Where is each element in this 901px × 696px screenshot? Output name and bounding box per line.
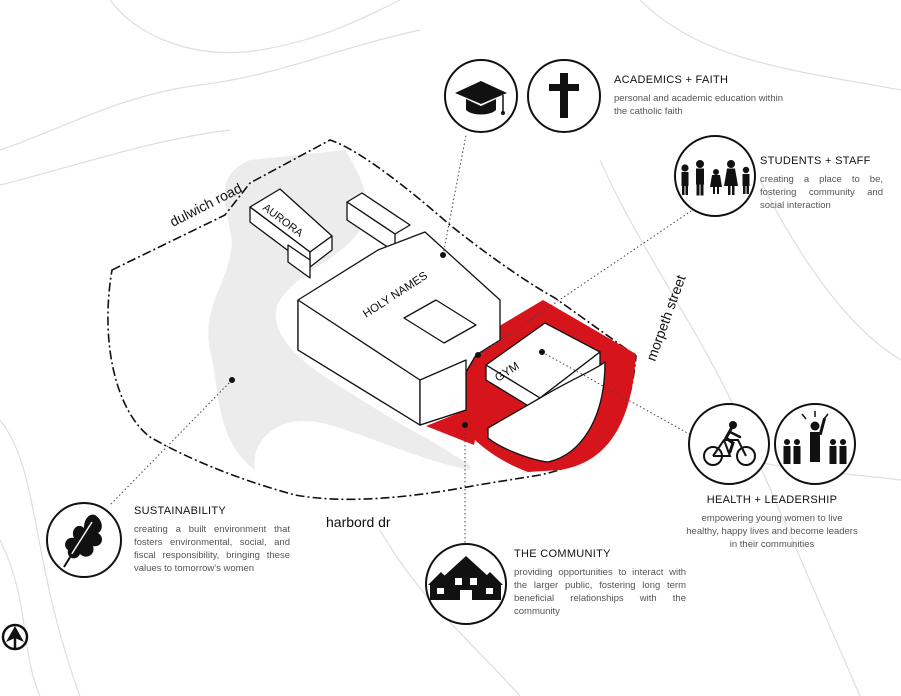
academics-faith-title: ACADEMICS + FAITH	[614, 74, 729, 86]
health-leadership-text: empowering young women to live healthy, …	[686, 513, 858, 550]
health-leadership-title: HEALTH + LEADERSHIP	[706, 494, 838, 506]
sustainability-text: creating a built environment that foster…	[134, 524, 290, 574]
north-arrow-icon	[1, 623, 29, 651]
morpeth-street-label: morpeth street	[643, 273, 689, 363]
harbord-dr-label: harbord dr	[326, 514, 391, 530]
students-staff-text: creating a place to be, fostering commun…	[760, 174, 883, 211]
students-staff-block: STUDENTS + STAFF creating a place to be,…	[760, 155, 883, 212]
academics-faith-text: personal and academic education within t…	[614, 93, 783, 117]
sustainability-block: SUSTAINABILITY creating a built environm…	[134, 505, 290, 575]
sustainability-title: SUSTAINABILITY	[134, 505, 227, 517]
cyclist-icon	[688, 403, 770, 485]
oak-leaf-icon	[46, 502, 122, 578]
students-staff-title: STUDENTS + STAFF	[760, 155, 871, 167]
site-boundary	[107, 139, 637, 501]
leader-dots	[229, 252, 545, 428]
community-block: THE COMMUNITY providing opportunities to…	[514, 548, 686, 618]
leader-lines	[109, 134, 701, 545]
houses-icon	[425, 543, 507, 625]
community-text: providing opportunities to interact with…	[514, 567, 686, 617]
leader-icon	[774, 403, 856, 485]
health-leadership-block: HEALTH + LEADERSHIP empowering young wom…	[686, 494, 858, 551]
community-title: THE COMMUNITY	[514, 548, 611, 560]
buildings	[249, 188, 606, 463]
academics-faith-block: ACADEMICS + FAITH personal and academic …	[614, 74, 784, 118]
people-group-icon	[674, 135, 756, 217]
cross-icon	[527, 59, 601, 133]
graduation-cap-icon	[444, 59, 518, 133]
